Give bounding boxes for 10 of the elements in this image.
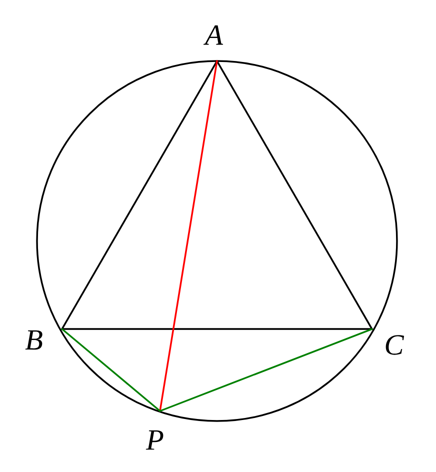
point-label: B — [25, 330, 42, 350]
point-label: P — [146, 430, 164, 450]
line-segment — [159, 328, 373, 412]
line-segment — [61, 328, 373, 330]
line-segment — [159, 60, 218, 412]
point-label: A — [203, 25, 224, 45]
point-label: C — [386, 335, 404, 355]
line-segment — [61, 328, 161, 412]
line-segment — [61, 60, 218, 330]
line-segment — [216, 60, 373, 330]
